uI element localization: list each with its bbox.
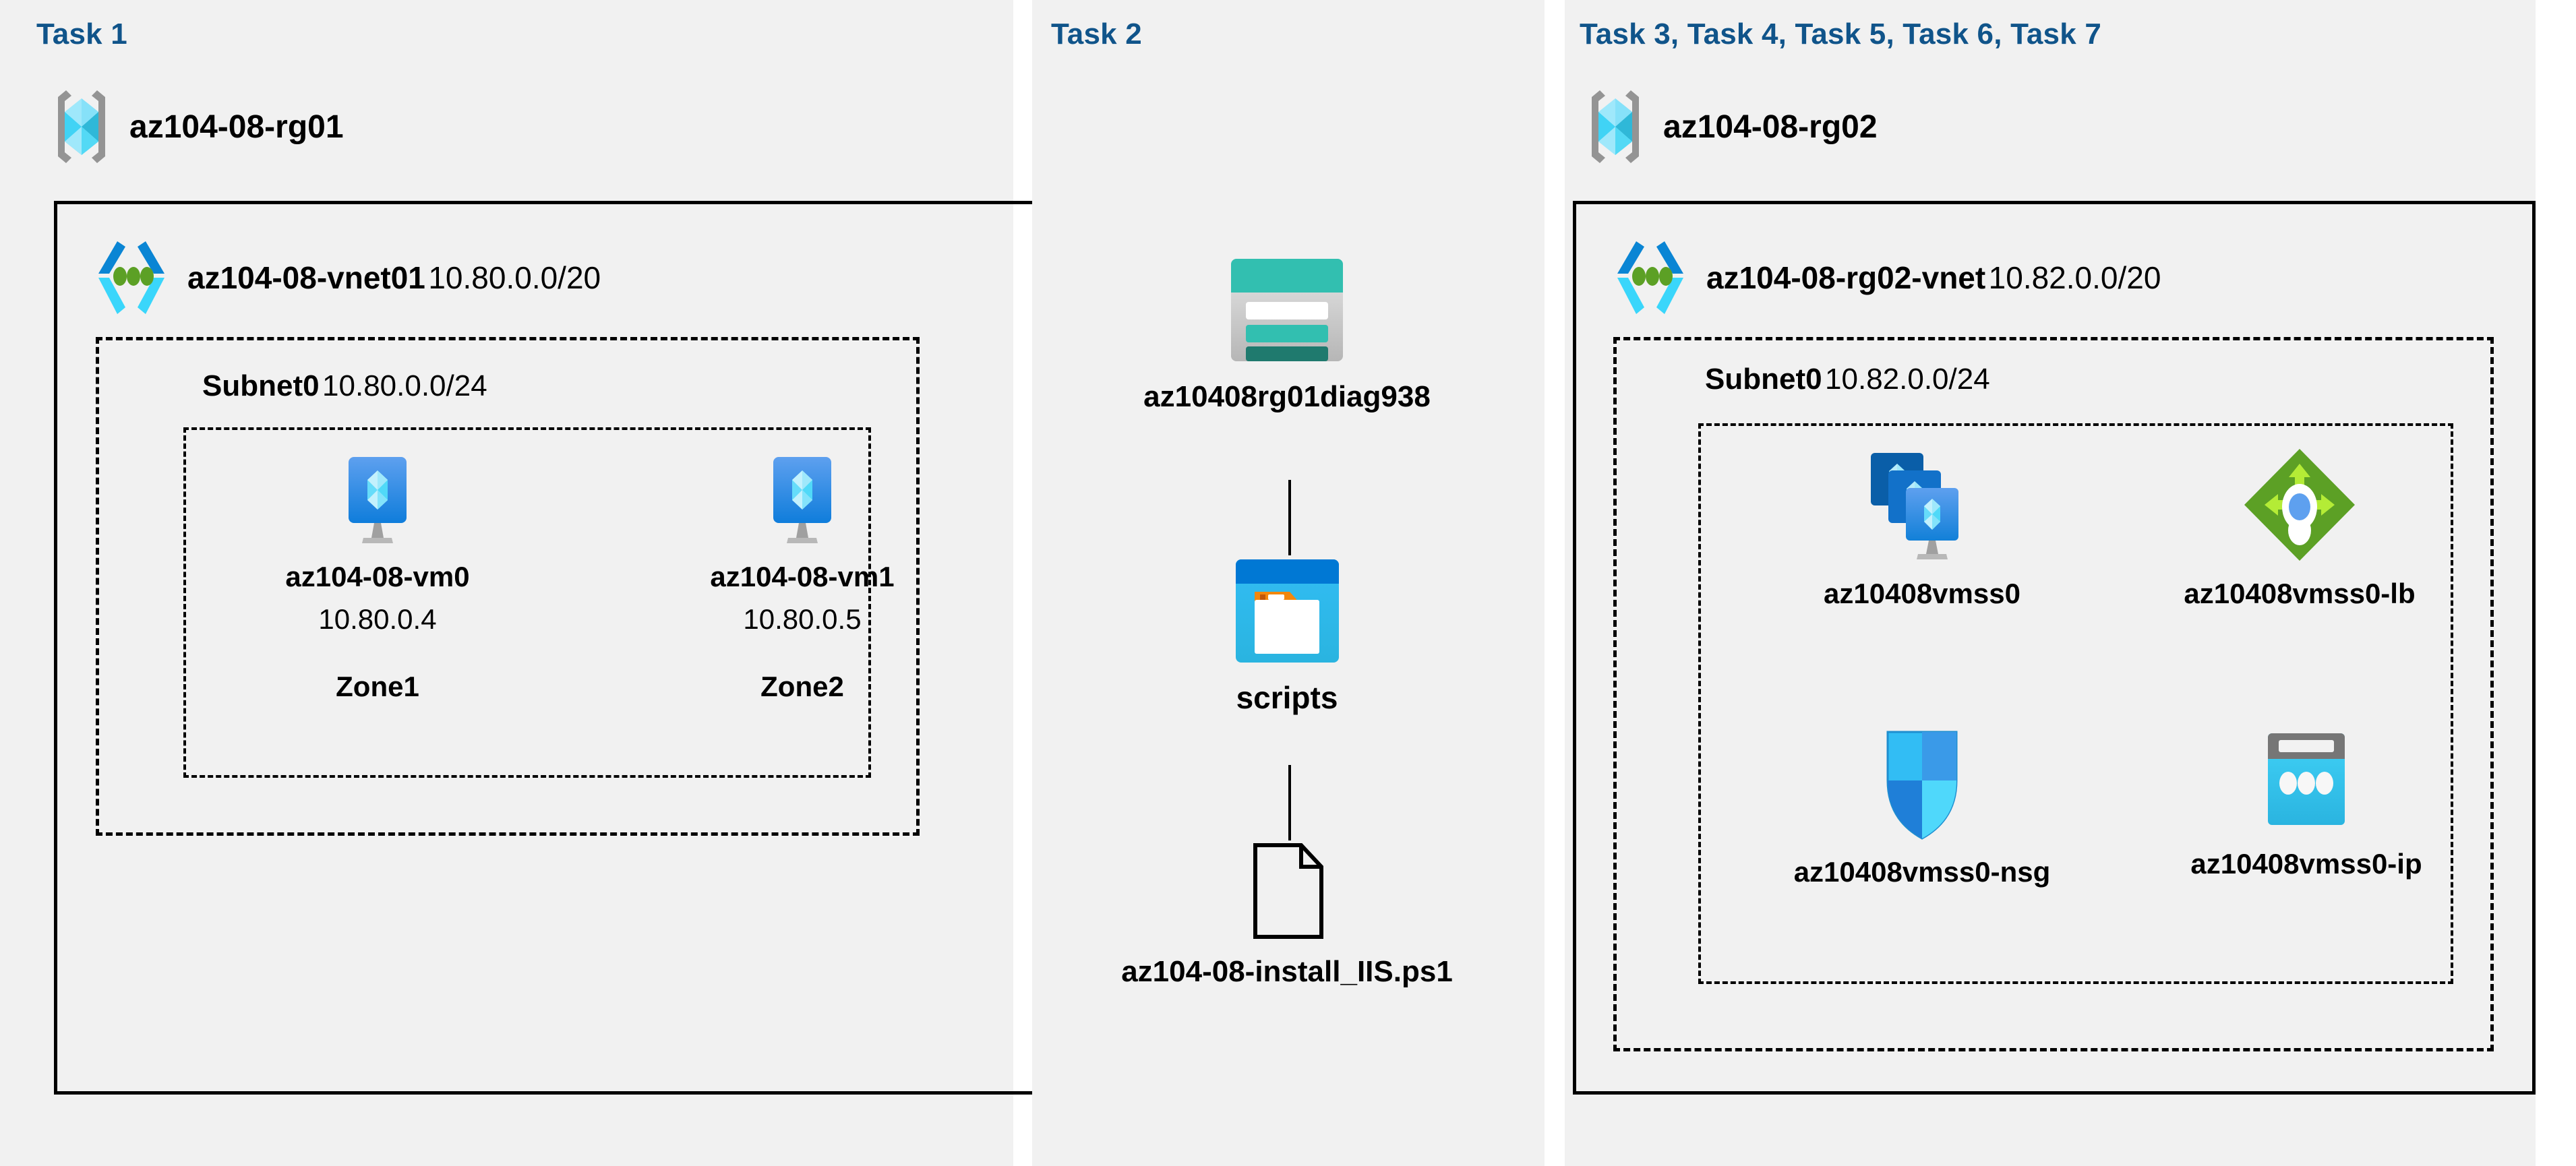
blob-container-label: scripts — [1236, 680, 1338, 715]
subnet-cidr: 10.82.0.0/24 — [1825, 363, 1990, 396]
virtual-machine-icon — [758, 453, 846, 547]
subnet-header-task3: Subnet0 10.82.0.0/24 — [1705, 363, 1990, 396]
vnet-header-task3[interactable]: az104-08-rg02-vnet 10.82.0.0/20 — [1613, 237, 2161, 318]
vm-zone: Zone1 — [336, 670, 419, 702]
load-balancer-az10408vmss0-lb[interactable]: az10408vmss0-lb — [2171, 446, 2428, 612]
vnet-cidr: 10.80.0.0/20 — [428, 260, 601, 295]
virtual-machine-icon — [334, 453, 421, 547]
subnet-container-task3 — [1613, 337, 2494, 1051]
resource-group-icon — [1585, 88, 1646, 166]
resource-group-task3[interactable]: az104-08-rg02 — [1585, 88, 1878, 166]
subnet-header-task1: Subnet0 10.80.0.0/24 — [202, 369, 487, 403]
virtual-network-icon — [94, 237, 169, 318]
vm-ip: 10.80.0.5 — [743, 603, 862, 635]
network-security-group-icon — [1871, 727, 1973, 842]
vnet-header-task1[interactable]: az104-08-vnet01 10.80.0.0/20 — [94, 237, 601, 318]
vmss-az10408vmss0[interactable]: az10408vmss0 — [1807, 446, 2037, 612]
vnet-container-task3 — [1573, 201, 2536, 1095]
task-title-task2: Task 2 — [1051, 18, 1142, 51]
vm-scale-set-icon — [1861, 446, 1983, 564]
public-ip-address-icon — [2256, 727, 2357, 834]
storage-account-az10408rg01diag938[interactable]: az10408rg01diag938 — [1118, 255, 1456, 415]
zone-group-task1 — [183, 427, 871, 778]
vm-ip: 10.80.0.4 — [318, 603, 437, 635]
vm-zone: Zone2 — [760, 670, 844, 702]
blob-container-icon — [1232, 555, 1343, 667]
vm-label: az104-08-vm0 — [285, 561, 470, 592]
subnet-cidr: 10.80.0.0/24 — [322, 369, 487, 402]
vnet-name: az104-08-rg02-vnet — [1706, 260, 1986, 295]
virtual-network-icon — [1613, 237, 1687, 318]
resource-group-inner-task3 — [1698, 423, 2453, 984]
subnet-name: Subnet0 — [1705, 363, 1822, 396]
public-ip-az10408vmss0-ip[interactable]: az10408vmss0-ip — [2185, 727, 2428, 882]
resource-group-label: az104-08-rg02 — [1663, 109, 1878, 145]
subnet-name: Subnet0 — [202, 369, 320, 402]
vnet-name: az104-08-vnet01 — [187, 260, 425, 295]
storage-account-label: az10408rg01diag938 — [1143, 380, 1431, 413]
public-ip-label: az10408vmss0-ip — [2190, 848, 2422, 880]
panel-task2: Task 2 az10408rg01diag938 — [1032, 0, 1545, 1166]
storage-account-icon — [1223, 255, 1351, 366]
connector-storage-to-scripts — [1288, 480, 1291, 555]
connector-scripts-to-file — [1288, 765, 1291, 840]
vm-az104-08-vm0[interactable]: az104-08-vm0 10.80.0.4 Zone1 — [285, 453, 470, 703]
subnet-container-task1 — [96, 337, 920, 836]
panel-task1: Task 1 az104-08-rg01 — [0, 0, 1490, 1166]
load-balancer-icon — [2239, 446, 2360, 564]
resource-group-label: az104-08-rg01 — [129, 109, 344, 145]
resource-group-icon — [51, 88, 112, 166]
vm-label: az104-08-vm1 — [710, 561, 895, 592]
vmss-label: az10408vmss0 — [1824, 578, 2020, 609]
file-icon — [1243, 841, 1331, 941]
resource-group-task1[interactable]: az104-08-rg01 — [51, 88, 344, 166]
vm-az104-08-vm1[interactable]: az104-08-vm1 10.80.0.5 Zone2 — [710, 453, 895, 703]
vnet-cidr: 10.82.0.0/20 — [1988, 260, 2161, 295]
blob-container-scripts[interactable]: scripts — [1118, 555, 1456, 718]
task-title-task1: Task 1 — [36, 18, 127, 51]
panel-task3: Task 3, Task 4, Task 5, Task 6, Task 7 a… — [1565, 0, 2536, 1166]
task-title-task3: Task 3, Task 4, Task 5, Task 6, Task 7 — [1580, 18, 2101, 51]
file-label: az104-08-install_IIS.ps1 — [1121, 955, 1453, 988]
file-az104-08-install-iis-ps1[interactable]: az104-08-install_IIS.ps1 — [1085, 841, 1489, 990]
nsg-az10408vmss0-nsg[interactable]: az10408vmss0-nsg — [1787, 727, 2057, 890]
nsg-label: az10408vmss0-nsg — [1793, 856, 2051, 888]
load-balancer-label: az10408vmss0-lb — [2184, 578, 2416, 609]
